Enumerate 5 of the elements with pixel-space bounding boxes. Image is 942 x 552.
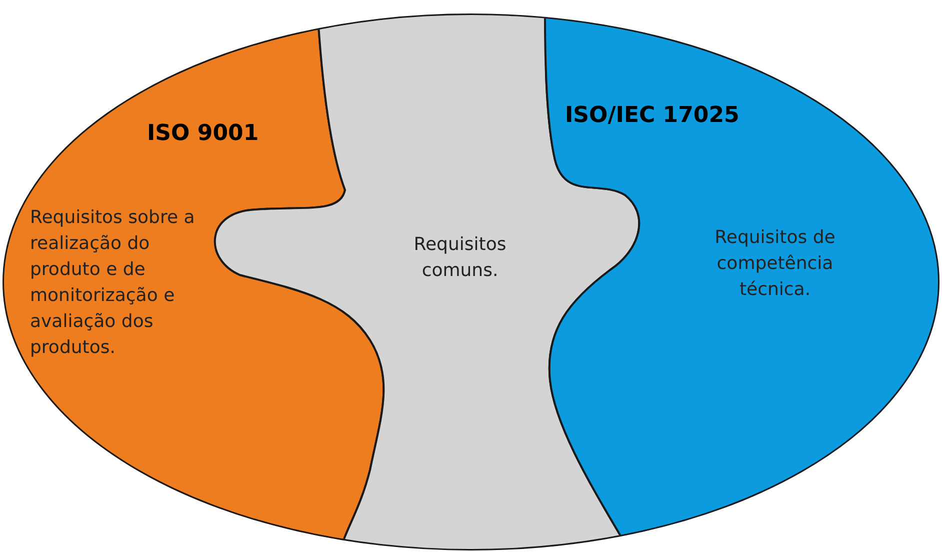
- standard-heading: ISO/IEC 17025: [565, 102, 740, 130]
- requirements-text: Requisitos de competência técnica.: [714, 226, 836, 302]
- requirements-text: Requisitos sobre a realização do produto e de monitorização e avaliação dos produtos.: [30, 206, 196, 360]
- standard-heading: ISO 9001: [147, 120, 260, 148]
- requirements-text: Requisitos comuns.: [412, 233, 508, 284]
